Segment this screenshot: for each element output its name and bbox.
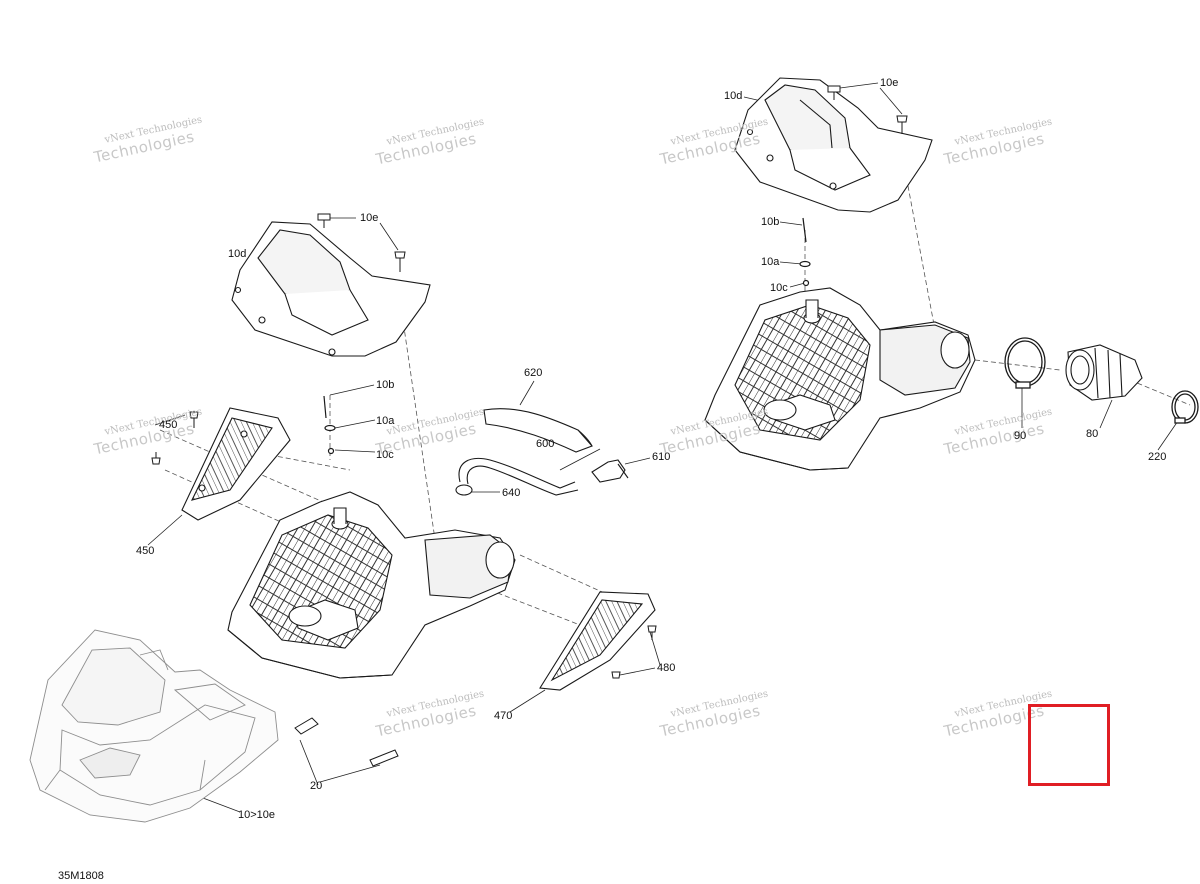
- callout-600[interactable]: 600: [536, 438, 555, 450]
- fitting-610: [591, 459, 629, 483]
- air-box-right: [704, 287, 976, 471]
- clamp-90: [1004, 337, 1046, 389]
- callout-450[interactable]: 450: [136, 545, 155, 557]
- callout-10b[interactable]: 10b: [376, 379, 395, 391]
- bolt-10b-right: [799, 217, 811, 287]
- duct-cover-right: [734, 77, 933, 213]
- callout-620[interactable]: 620: [524, 367, 543, 379]
- hose-600: [455, 457, 579, 496]
- callout-10a[interactable]: 10a: [761, 256, 780, 268]
- side-panel-450: [181, 407, 291, 521]
- callout-640[interactable]: 640: [502, 487, 521, 499]
- callout-leaders: [147, 82, 1181, 813]
- callout-10c[interactable]: 10c: [376, 449, 394, 461]
- figure-id: 35M1808: [58, 870, 104, 882]
- callout-20[interactable]: 20: [310, 780, 323, 792]
- callout-10e[interactable]: 10e: [880, 77, 899, 89]
- callout-10d[interactable]: 10d: [228, 248, 247, 260]
- callout-470[interactable]: 470: [494, 710, 513, 722]
- duct-cover-left: [231, 221, 431, 357]
- assembly-overview-ghost: [29, 629, 279, 823]
- screws-480: [611, 625, 657, 679]
- highlight-box: [1028, 704, 1110, 786]
- callout-480[interactable]: 480: [657, 662, 676, 674]
- callout-90[interactable]: 90: [1014, 430, 1027, 442]
- callout-10a[interactable]: 10a: [376, 415, 395, 427]
- callout-80[interactable]: 80: [1086, 428, 1099, 440]
- callout-220[interactable]: 220: [1148, 451, 1167, 463]
- callout-610[interactable]: 610: [652, 451, 671, 463]
- screw-10e-left: [317, 213, 406, 272]
- screws-450: [151, 411, 199, 465]
- clamp-220: [1171, 390, 1199, 424]
- callout-450[interactable]: 450: [159, 419, 178, 431]
- callout-10c[interactable]: 10c: [770, 282, 788, 294]
- intake-boot-80: [1065, 344, 1143, 401]
- strap-20: [294, 717, 399, 767]
- callout-10-10e[interactable]: 10>10e: [238, 809, 276, 821]
- bolt-10b-left: [323, 395, 336, 455]
- callout-10b[interactable]: 10b: [761, 216, 780, 228]
- callout-10e[interactable]: 10e: [360, 212, 379, 224]
- side-panel-470: [539, 591, 656, 691]
- callout-10d[interactable]: 10d: [724, 90, 743, 102]
- air-box-left: [227, 491, 516, 679]
- hose-620: [483, 408, 593, 453]
- screw-10e-right: [827, 85, 908, 134]
